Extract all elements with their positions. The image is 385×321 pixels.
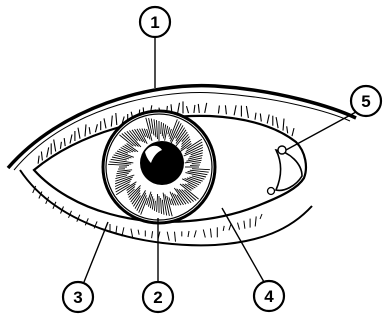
lower-lacrimal-punctum xyxy=(268,188,275,195)
lower-eyelash xyxy=(138,230,139,235)
upper-eyelash xyxy=(78,128,80,139)
callout-4: 4 xyxy=(254,281,284,311)
upper-eyelash xyxy=(47,147,49,157)
lower-eyelash xyxy=(229,224,231,230)
upper-eyelash xyxy=(276,117,278,128)
upper-eyelash xyxy=(218,106,219,114)
lower-eyelash xyxy=(203,230,205,238)
callout-4-label: 4 xyxy=(264,287,274,306)
callout-1: 1 xyxy=(140,7,170,37)
lower-eyelash xyxy=(188,231,189,237)
callout-3: 3 xyxy=(63,282,93,312)
upper-eyelash xyxy=(283,119,284,131)
upper-eyelash xyxy=(116,113,117,125)
lower-eyelash xyxy=(238,223,240,230)
lower-eyelash xyxy=(116,226,117,234)
upper-eyelash xyxy=(187,106,189,113)
upper-eyelash xyxy=(89,127,90,134)
upper-eyelash xyxy=(260,114,261,122)
upper-eyelash xyxy=(111,116,112,127)
lower-eyelash xyxy=(244,221,245,229)
upper-eyelash xyxy=(95,124,97,132)
lower-eyelash xyxy=(194,230,196,237)
upper-eyelash xyxy=(292,128,294,136)
upper-eyelash xyxy=(60,142,61,149)
upper-eyelash xyxy=(178,103,180,114)
lower-eyelash xyxy=(152,231,153,238)
upper-eyelash xyxy=(38,156,39,164)
callout-2-label: 2 xyxy=(153,288,162,307)
upper-eyelash xyxy=(234,105,236,115)
upper-eyelash xyxy=(225,105,226,114)
lower-eyelash xyxy=(167,232,169,241)
callout-2: 2 xyxy=(143,282,173,312)
leader-line-3 xyxy=(84,222,108,282)
upper-eyelash xyxy=(246,106,248,118)
upper-eyelash xyxy=(194,105,195,113)
upper-eyelash xyxy=(287,126,288,133)
upper-lacrimal-punctum xyxy=(278,146,286,154)
leader-line-4 xyxy=(222,208,264,282)
callout-5: 5 xyxy=(351,86,381,116)
lower-eyelash xyxy=(223,226,224,231)
lower-eyelash xyxy=(255,216,256,226)
upper-eyelash xyxy=(205,103,207,113)
iris-fiber xyxy=(190,165,200,166)
callout-3-label: 3 xyxy=(73,288,82,307)
upper-eyelash xyxy=(64,138,65,146)
callout-5-label: 5 xyxy=(361,92,370,111)
leader-line-5 xyxy=(286,112,356,150)
upper-eyelash xyxy=(255,113,256,120)
upper-eyelash xyxy=(70,135,72,144)
upper-eyelash xyxy=(267,115,269,124)
pupil xyxy=(140,141,184,185)
upper-eyelash xyxy=(104,118,106,128)
lower-eyelash xyxy=(260,214,262,219)
lower-eyelash xyxy=(175,232,176,242)
upper-eyelash xyxy=(41,152,42,161)
upper-eyelash xyxy=(85,124,86,136)
upper-eyelash xyxy=(54,140,56,152)
upper-eyelash xyxy=(198,104,199,113)
lower-eyelash xyxy=(210,229,211,238)
callout-1-label: 1 xyxy=(150,13,159,32)
